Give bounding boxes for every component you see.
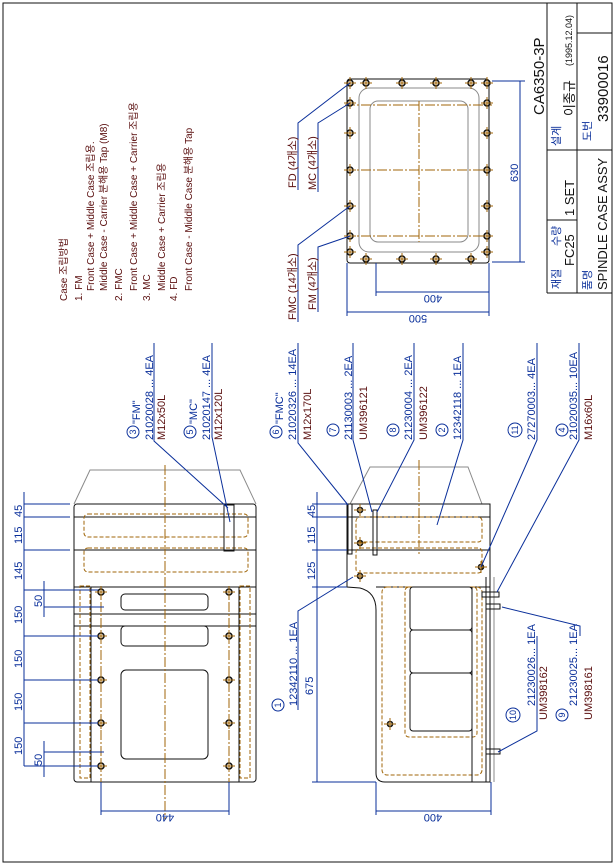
callout-part: 21230004 ... 2EA [403, 354, 415, 440]
dim-125: 125 [306, 562, 318, 580]
note-2-label: 2. FMC [114, 268, 125, 301]
callout-5: 5 "MC" 21020147 ... 4EA M12x120L [183, 343, 231, 523]
side-view-left: 45 115 145 150 150 150 150 50 50 440 [13, 465, 257, 823]
callout-number: 3 [128, 429, 138, 434]
dim-630: 630 [509, 164, 521, 182]
callout-2: 2 12342118 ... 1EA [435, 343, 464, 526]
callout-number: 11 [510, 425, 520, 434]
dim-145: 145 [13, 562, 25, 580]
qty-value: 1 SET [562, 180, 577, 216]
dim-150-4: 150 [13, 737, 25, 755]
dim-400: 400 [424, 292, 442, 304]
label-fmc: FMC (14개소) [286, 253, 299, 320]
callout-part: 21020326 ... 14EA [287, 348, 299, 440]
callout-part: 21130003 ... 2EA [343, 355, 355, 440]
drawing-no-value: 33900016 [595, 55, 612, 122]
notes-title: Case 조립방법 [57, 238, 70, 301]
callout-part: 21020035... 10EA [568, 351, 580, 440]
label-fm: FM (4개소) [306, 257, 319, 310]
callout-part: 21230026... 1EA [526, 623, 538, 706]
assembly-notes: Case 조립방법 1. FM Front Case + Middle Case… [57, 102, 195, 301]
callout-7: 7 21130003 ... 2EA UM396121 [326, 343, 373, 513]
callout-6: 6 "FMC" 21020326 ... 14EA M12x170L [269, 343, 349, 506]
note-4-line-1: Front Case - Middle Case 분해용 Tap [182, 127, 195, 291]
callout-part: 21020147 ... 4EA [201, 354, 213, 440]
dim-115: 115 [306, 526, 318, 544]
note-1-label: 1. FM [74, 275, 85, 301]
dim-150-3: 150 [13, 693, 25, 711]
callout-number: 7 [328, 427, 338, 432]
callout-1: 1 12342110 ... 1EA [271, 576, 354, 712]
design-date: (1995.12.04) [564, 15, 574, 66]
callout-spec: UM398161 [583, 666, 595, 720]
callout-part: 12342110 ... 1EA [288, 621, 300, 706]
material-label: 재질 [550, 269, 563, 289]
callout-part: 27270003... 4EA [526, 357, 538, 440]
dim-500: 500 [409, 312, 427, 324]
callout-part: 21020028 ... 4EA [144, 354, 156, 440]
dim-50-top: 50 [33, 595, 45, 607]
plan-view: 630 400 500 FD (4개소) MC (4개소) FMC (14개소)… [286, 77, 525, 324]
side-view-front: 45 115 125 675 400 [304, 460, 501, 823]
title-block: CA6350-3P 재질 FC25 수량 1 SET 설계 이종규 (1995.… [531, 3, 612, 294]
dim-50-bottom: 50 [33, 754, 45, 766]
note-3-line-1: Middle Case + Carrier 조립용 [155, 163, 168, 291]
part-name-label: 품명 [581, 270, 594, 290]
callout-8: 8 21230004 ... 2EA UM396122 [376, 343, 430, 513]
bolt-holes [354, 504, 487, 730]
dim-400: 400 [424, 811, 442, 823]
material-value: FC25 [562, 234, 577, 266]
dim-150-2: 150 [13, 650, 25, 668]
drawing-no-label: 도번 [581, 121, 594, 141]
callout-number: 10 [508, 710, 518, 720]
callout-number: 2 [437, 427, 447, 432]
callout-spec: UM396122 [418, 386, 430, 440]
designer-value: 이종규 [562, 80, 577, 116]
dim-45: 45 [306, 505, 318, 517]
callout-part: 21230025... 1EA [568, 623, 580, 706]
callout-tag: "FM" [131, 400, 143, 424]
callout-spec: M12x120L [213, 389, 225, 440]
note-3-label: 3. MC [142, 274, 153, 301]
dim-440: 440 [156, 811, 174, 823]
dim-45: 45 [13, 505, 25, 517]
drawing-code: CA6350-3P [531, 37, 548, 115]
callout-tag: "FMC" [274, 392, 286, 424]
note-1-line-1: Front Case + Middle Case 조립용. [84, 141, 97, 291]
note-2-line-1: Front Case + Middle Case + Carrier 조립용 [127, 102, 140, 291]
callout-spec: M12x170L [302, 389, 314, 440]
callout-11: 11 27270003... 4EA [480, 343, 538, 568]
callout-spec: M12x50L [156, 395, 168, 440]
note-4-label: 4. FD [169, 277, 180, 301]
dim-150-1: 150 [13, 606, 25, 624]
callout-10: 10 21230026... 1EA UM398162 [497, 623, 550, 753]
callout-spec: UM398162 [538, 666, 550, 720]
dim-115: 115 [13, 526, 25, 544]
part-name-value: SPINDLE CASE ASSY [595, 157, 610, 290]
note-1-line-2: Middle Case - Carrier 분해용 Tap (M8) [97, 123, 110, 291]
callout-number: 5 [185, 429, 195, 434]
callouts: 3 "FM" 21020028 ... 4EA M12x50L 5 "MC" 2… [126, 343, 595, 753]
label-fd: FD (4개소) [286, 137, 299, 188]
callout-tag: "MC" [188, 399, 200, 424]
callout-3: 3 "FM" 21020028 ... 4EA M12x50L [126, 343, 229, 509]
callout-4: 4 21020035... 10EA M16x60L [496, 343, 595, 593]
callout-part: 12342118 ... 1EA [452, 355, 464, 440]
callout-9: 9 21230025... 1EA UM398161 [501, 606, 595, 722]
qty-label: 수량 [550, 226, 563, 246]
dim-675: 675 [304, 677, 316, 695]
callout-number: 9 [557, 712, 567, 717]
callout-number: 4 [557, 427, 567, 432]
callout-spec: UM396121 [358, 386, 370, 440]
callout-spec: M16x60L [583, 395, 595, 440]
callout-number: 6 [271, 429, 281, 434]
callout-number: 8 [388, 427, 398, 432]
callout-number: 1 [273, 702, 283, 707]
designer-label: 설계 [550, 126, 563, 146]
label-mc: MC (4개소) [306, 136, 319, 190]
